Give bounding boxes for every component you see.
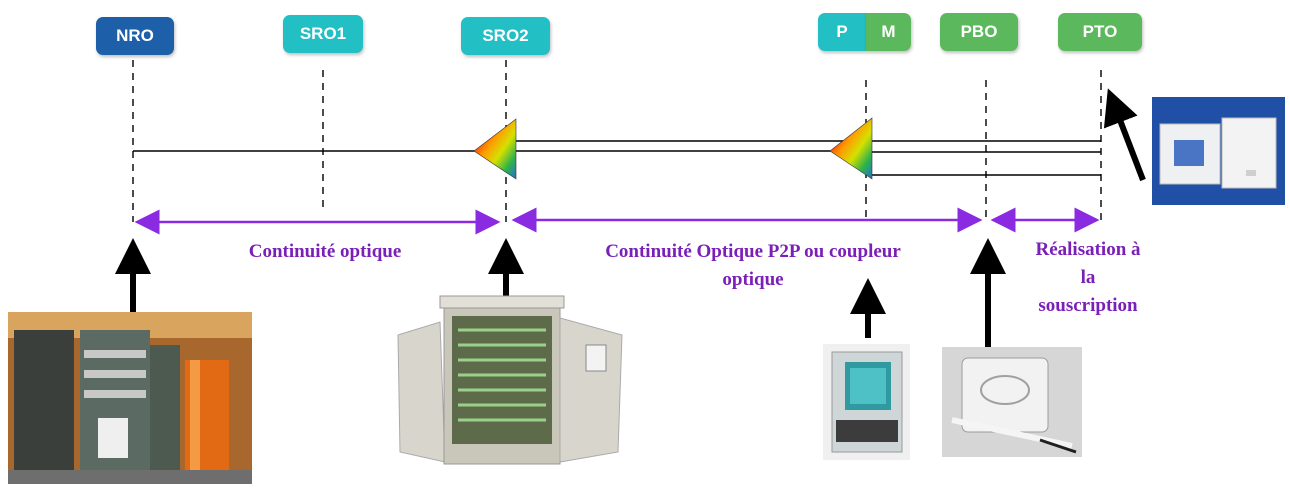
fiber-lines xyxy=(133,140,1101,176)
pbo-box-photo xyxy=(942,347,1082,457)
label-p2p-line1: Continuité Optique P2P ou coupleur xyxy=(605,241,901,262)
node-m: M xyxy=(866,13,911,51)
splitter-pm xyxy=(829,117,873,180)
arrow-pto-photo xyxy=(1103,88,1146,182)
nro-equipment-photo xyxy=(8,312,252,484)
sro2-cabinet-photo xyxy=(397,295,623,465)
label-continuite-optique: Continuité optique xyxy=(248,241,402,262)
splitter-sro2 xyxy=(473,118,517,180)
node-pbo: PBO xyxy=(940,13,1018,51)
pm-box-photo xyxy=(823,344,910,460)
label-p2p-line2: optique xyxy=(722,269,784,290)
node-p: P xyxy=(818,13,866,51)
pto-outlet-photo xyxy=(1152,97,1285,205)
span-arrows xyxy=(134,207,1100,235)
node-sro1: SRO1 xyxy=(283,15,363,53)
label-p2p-coupleur: Continuité Optique P2P ou coupleur optiq… xyxy=(548,238,958,294)
label-realisation-line2: la xyxy=(1080,267,1096,288)
label-realisation-line3: souscription xyxy=(1038,295,1138,316)
label-realisation-line1: Réalisation à xyxy=(1035,239,1141,260)
node-pto: PTO xyxy=(1058,13,1142,51)
node-sro2: SRO2 xyxy=(461,17,550,55)
label-realisation: Réalisation à la souscription xyxy=(1008,236,1168,320)
node-nro: NRO xyxy=(96,17,174,55)
